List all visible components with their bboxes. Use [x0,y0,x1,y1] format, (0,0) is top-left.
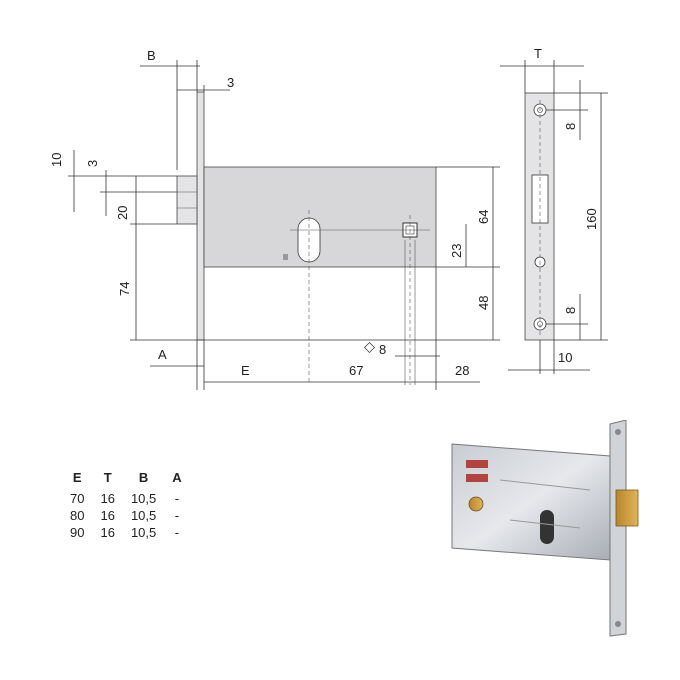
label-20: 20 [115,206,130,220]
table-row: 80 16 10,5 - [70,508,180,523]
label-67: 67 [349,363,363,378]
label-74: 74 [117,282,132,296]
front-plate [196,91,205,341]
label-a: A [158,347,167,362]
label-28: 28 [455,363,469,378]
col-e: E [72,470,82,485]
label-10-right: 10 [558,350,572,365]
label-8-bottom: 8 [563,307,578,314]
label-t: T [534,46,542,61]
mortise-lock-photo [451,420,639,637]
table-row: 90 16 10,5 - [70,525,180,540]
label-8-spindle: 8 [379,342,386,357]
dimensions-table: E T B A 70 16 10,5 - 80 16 10,5 - 90 16 … [62,470,190,542]
col-b: B [138,470,149,485]
label-10-left: 10 [49,153,64,167]
label-23: 23 [449,244,464,258]
latch-bolt [176,175,198,225]
col-a: A [172,470,182,485]
table-row: 70 16 10,5 - [70,491,180,506]
label-3-left: 3 [85,160,100,167]
label-160: 160 [584,208,599,230]
col-t: T [103,470,112,485]
label-48: 48 [476,296,491,310]
label-3-top: 3 [227,75,234,90]
label-b: B [147,48,156,63]
label-e: E [241,363,250,378]
label-8-top: 8 [563,123,578,130]
label-64: 64 [476,210,491,224]
